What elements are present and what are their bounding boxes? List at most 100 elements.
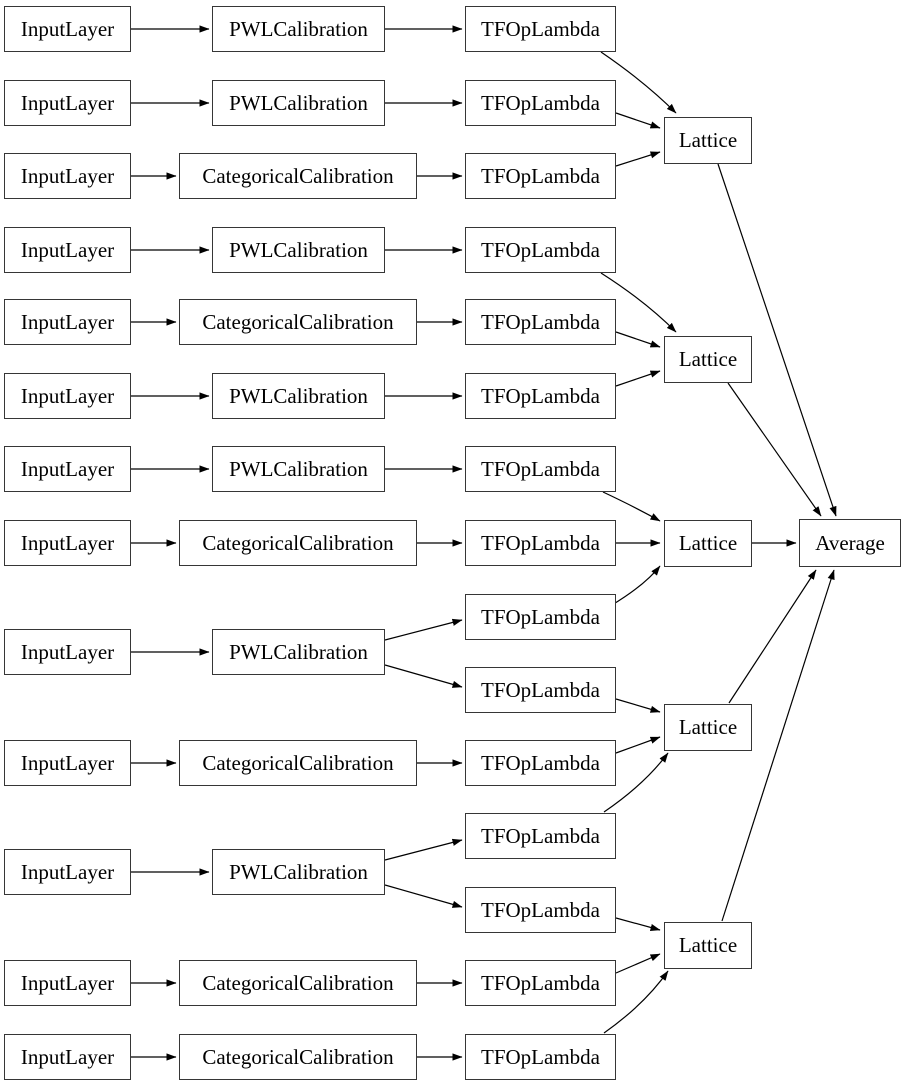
node-label: PWLCalibration — [229, 90, 368, 115]
node-label: InputLayer — [20, 639, 115, 664]
node-il4-inputlayer: InputLayer — [4, 227, 131, 273]
edge-lat1-to-avg — [717, 163, 837, 517]
node-il10-inputlayer: InputLayer — [4, 740, 131, 786]
edge-tf10-to-lat4 — [615, 736, 661, 754]
edge-tf12-to-lat5 — [615, 953, 661, 974]
node-il2-inputlayer: InputLayer — [4, 80, 131, 126]
node-tf9b-tfoplambda: TFOpLambda — [465, 667, 616, 713]
node-cat12-categoricalcalibration: CategoricalCalibration — [179, 960, 417, 1006]
node-label: TFOpLambda — [481, 90, 600, 115]
node-tf2-tfoplambda: TFOpLambda — [465, 80, 616, 126]
node-label: Lattice — [678, 531, 738, 555]
node-tf11a-tfoplambda: TFOpLambda — [465, 813, 616, 859]
node-tf13-tfoplambda: TFOpLambda — [465, 1034, 616, 1080]
node-tf1-tfoplambda: TFOpLambda — [465, 6, 616, 52]
node-label: PWLCalibration — [229, 639, 368, 664]
node-il8-inputlayer: InputLayer — [4, 520, 131, 566]
node-label: InputLayer — [20, 383, 115, 408]
edge-tf6-to-lat2 — [615, 370, 661, 387]
node-label: InputLayer — [20, 970, 115, 995]
node-label: InputLayer — [20, 859, 115, 884]
node-label: Lattice — [678, 933, 738, 957]
node-lat3-lattice: Lattice — [664, 520, 752, 567]
node-tf6-tfoplambda: TFOpLambda — [465, 373, 616, 419]
node-cat13-categoricalcalibration: CategoricalCalibration — [179, 1034, 417, 1080]
edge-tf2-to-lat1 — [615, 112, 661, 129]
node-il11-inputlayer: InputLayer — [4, 849, 131, 895]
node-pwl6-pwlcalibration: PWLCalibration — [212, 373, 385, 419]
node-label: TFOpLambda — [481, 383, 600, 408]
node-il5-inputlayer: InputLayer — [4, 299, 131, 345]
node-lat2-lattice: Lattice — [664, 336, 752, 383]
node-label: InputLayer — [20, 237, 115, 262]
node-label: CategoricalCalibration — [202, 1044, 394, 1069]
node-label: TFOpLambda — [481, 677, 600, 702]
node-tf9a-tfoplambda: TFOpLambda — [465, 594, 616, 640]
node-label: PWLCalibration — [229, 383, 368, 408]
node-tf3-tfoplambda: TFOpLambda — [465, 153, 616, 199]
edge-tf3-to-lat1 — [615, 151, 661, 167]
node-lat1-lattice: Lattice — [664, 117, 752, 164]
node-tf12-tfoplambda: TFOpLambda — [465, 960, 616, 1006]
node-il12-inputlayer: InputLayer — [4, 960, 131, 1006]
node-il3-inputlayer: InputLayer — [4, 153, 131, 199]
node-il13-inputlayer: InputLayer — [4, 1034, 131, 1080]
node-label: TFOpLambda — [481, 970, 600, 995]
edge-pwl11-to-tf11a — [384, 838, 463, 861]
node-label: PWLCalibration — [229, 16, 368, 41]
edge-lat4-to-avg — [728, 569, 817, 704]
node-label: InputLayer — [20, 163, 115, 188]
edge-pwl9-to-tf9b — [384, 664, 463, 688]
node-label: TFOpLambda — [481, 309, 600, 334]
node-label: InputLayer — [20, 90, 115, 115]
node-tf10-tfoplambda: TFOpLambda — [465, 740, 616, 786]
edge-pwl9-to-tf9a — [384, 618, 463, 641]
edge-tf13-to-lat5 — [603, 970, 669, 1034]
node-label: InputLayer — [20, 1044, 115, 1069]
node-label: CategoricalCalibration — [202, 163, 394, 188]
node-avg-average: Average — [799, 519, 901, 567]
node-lat5-lattice: Lattice — [664, 922, 752, 969]
node-tf4-tfoplambda: TFOpLambda — [465, 227, 616, 273]
node-tf8-tfoplambda: TFOpLambda — [465, 520, 616, 566]
node-label: TFOpLambda — [481, 163, 600, 188]
node-il7-inputlayer: InputLayer — [4, 446, 131, 492]
node-label: PWLCalibration — [229, 859, 368, 884]
node-label: TFOpLambda — [481, 530, 600, 555]
edge-tf4-to-lat2 — [600, 272, 677, 333]
node-pwl9-pwlcalibration: PWLCalibration — [212, 629, 385, 675]
node-cat8-categoricalcalibration: CategoricalCalibration — [179, 520, 417, 566]
node-pwl2-pwlcalibration: PWLCalibration — [212, 80, 385, 126]
node-label: InputLayer — [20, 309, 115, 334]
node-label: TFOpLambda — [481, 16, 600, 41]
edge-tf9b-to-lat4 — [615, 698, 661, 713]
node-label: TFOpLambda — [481, 456, 600, 481]
node-cat10-categoricalcalibration: CategoricalCalibration — [179, 740, 417, 786]
node-tf7-tfoplambda: TFOpLambda — [465, 446, 616, 492]
edge-tf11a-to-lat4 — [603, 752, 669, 813]
edge-tf1-to-lat1 — [600, 51, 677, 114]
node-label: PWLCalibration — [229, 237, 368, 262]
node-tf5-tfoplambda: TFOpLambda — [465, 299, 616, 345]
node-label: InputLayer — [20, 456, 115, 481]
node-cat5-categoricalcalibration: CategoricalCalibration — [179, 299, 417, 345]
edge-tf9a-to-lat3 — [611, 565, 661, 606]
node-lat4-lattice: Lattice — [664, 704, 752, 751]
node-label: InputLayer — [20, 16, 115, 41]
node-tf11b-tfoplambda: TFOpLambda — [465, 887, 616, 933]
node-label: Lattice — [678, 128, 738, 152]
node-pwl1-pwlcalibration: PWLCalibration — [212, 6, 385, 52]
node-label: InputLayer — [20, 530, 115, 555]
node-label: Average — [815, 530, 885, 555]
edge-pwl11-to-tf11b — [384, 884, 463, 908]
node-label: Lattice — [678, 715, 738, 739]
node-cat3-categoricalcalibration: CategoricalCalibration — [179, 153, 417, 199]
node-pwl4-pwlcalibration: PWLCalibration — [212, 227, 385, 273]
node-pwl11-pwlcalibration: PWLCalibration — [212, 849, 385, 895]
edge-tf7-to-lat3 — [602, 491, 661, 522]
node-label: CategoricalCalibration — [202, 750, 394, 775]
node-label: InputLayer — [20, 750, 115, 775]
node-label: TFOpLambda — [481, 823, 600, 848]
